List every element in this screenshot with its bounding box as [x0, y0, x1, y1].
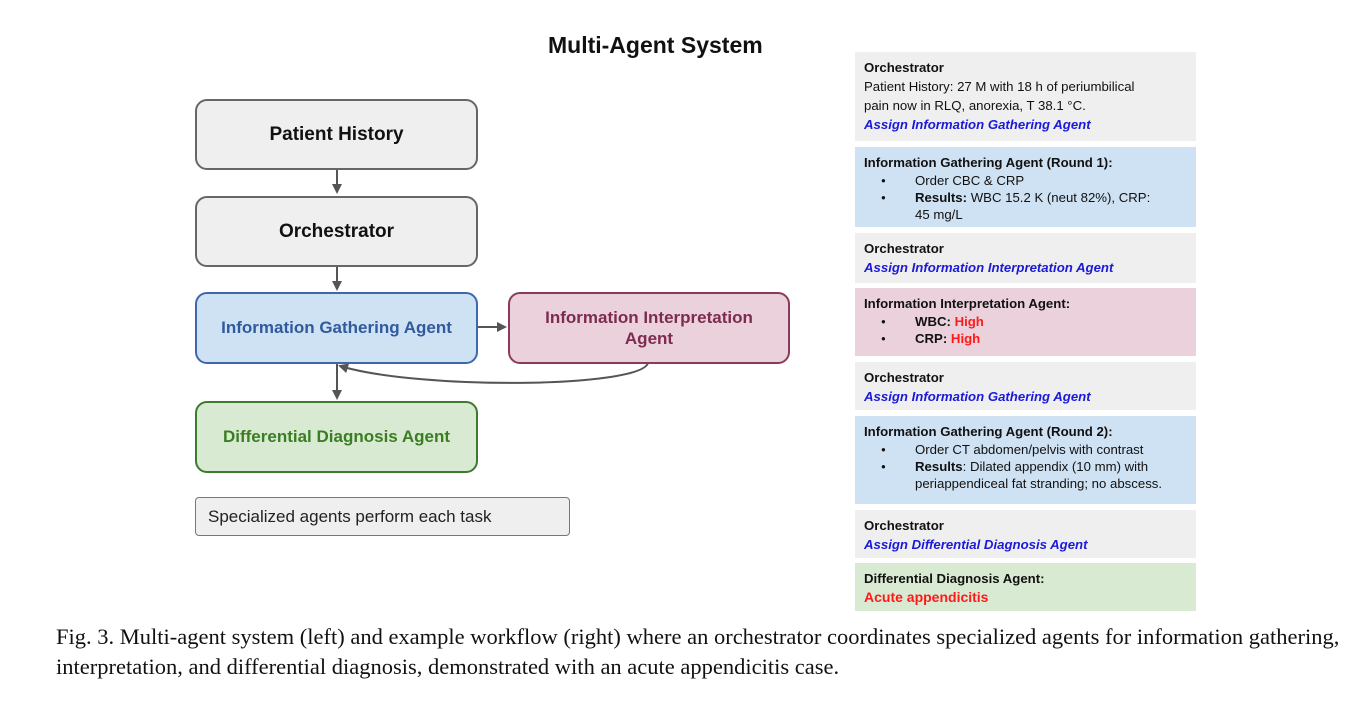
assign-action: Assign Information Gathering Agent — [864, 117, 1091, 132]
patient-history-line-2: pain now in RLQ, anorexia, T 38.1 °C. — [864, 98, 1086, 113]
bullet-item: Order CBC & CRP — [864, 172, 1187, 189]
workflow-step-4: Information Interpretation Agent: WBC: H… — [855, 288, 1196, 356]
legend-box: Specialized agents perform each task — [195, 497, 570, 536]
node-information-gathering: Information Gathering Agent — [195, 292, 478, 364]
workflow-step-2: Information Gathering Agent (Round 1): O… — [855, 147, 1196, 227]
workflow-step-5: Orchestrator Assign Information Gatherin… — [855, 362, 1196, 410]
assign-action: Assign Information Gathering Agent — [864, 389, 1091, 404]
bullet-item: Results: WBC 15.2 K (neut 82%), CRP: 45 m… — [864, 189, 1187, 223]
node-patient-history-label: Patient History — [269, 123, 404, 145]
workflow-step-7: Orchestrator Assign Differential Diagnos… — [855, 510, 1196, 558]
bullet-text: Order CT abdomen/pelvis with contrast — [915, 442, 1144, 457]
step-title: Information Gathering Agent (Round 1): — [864, 155, 1113, 170]
bullet-text: WBC 15.2 K (neut 82%), CRP: — [967, 190, 1151, 205]
step-title: Information Interpretation Agent: — [864, 296, 1071, 311]
bullet-text: Order CBC & CRP — [915, 173, 1025, 188]
crp-label: CRP: — [915, 331, 948, 346]
assign-action: Assign Information Interpretation Agent — [864, 260, 1114, 275]
workflow-step-3: Orchestrator Assign Information Interpre… — [855, 233, 1196, 283]
bullet-text-cont: 45 mg/L — [915, 207, 963, 222]
node-information-interpretation: Information Interpretation Agent — [508, 292, 790, 364]
bullet-text: : Dilated appendix (10 mm) with — [962, 459, 1149, 474]
diagram-title: Multi-Agent System — [548, 32, 763, 58]
node-information-interpretation-label-line1: Information Interpretation — [545, 308, 753, 327]
node-orchestrator-label: Orchestrator — [278, 220, 395, 242]
workflow-step-1: Orchestrator Patient History: 27 M with … — [855, 52, 1196, 141]
wbc-value: High — [954, 314, 984, 329]
node-differential-diagnosis: Differential Diagnosis Agent — [195, 401, 478, 473]
node-orchestrator: Orchestrator — [195, 196, 478, 267]
step-title: Information Gathering Agent (Round 2): — [864, 424, 1113, 439]
workflow-step-6: Information Gathering Agent (Round 2): O… — [855, 416, 1196, 504]
bullet-text-cont: periappendiceal fat stranding; no absces… — [915, 476, 1163, 491]
step-title: Orchestrator — [864, 60, 944, 75]
arrow-interpretation-to-gathering — [338, 362, 649, 384]
step-title: Orchestrator — [864, 518, 944, 533]
final-diagnosis: Acute appendicitis — [864, 589, 989, 605]
legend-text: Specialized agents perform each task — [208, 506, 492, 526]
figure-caption: Fig. 3. Multi-agent system (left) and ex… — [56, 624, 1340, 679]
bullet-label: Results — [915, 459, 963, 474]
step-bullets: WBC: High CRP: High — [864, 313, 1187, 347]
step-title: Orchestrator — [864, 241, 944, 256]
patient-history-line-1: Patient History: 27 M with 18 h of periu… — [864, 79, 1135, 94]
node-information-gathering-label: Information Gathering Agent — [221, 318, 452, 337]
step-bullets: Order CBC & CRP Results: WBC 15.2 K (neu… — [864, 172, 1187, 223]
assign-action: Assign Differential Diagnosis Agent — [864, 537, 1088, 552]
crp-value: High — [950, 331, 981, 346]
bullet-label: Results: — [915, 190, 968, 205]
node-information-interpretation-label-line2: Agent — [624, 329, 674, 348]
node-patient-history: Patient History — [195, 99, 478, 170]
workflow-step-8: Differential Diagnosis Agent: Acute appe… — [855, 563, 1196, 611]
wbc-label: WBC: — [915, 314, 951, 329]
bullet-item: CRP: High — [864, 330, 1187, 347]
node-differential-diagnosis-label: Differential Diagnosis Agent — [222, 427, 450, 446]
step-bullets: Order CT abdomen/pelvis with contrast Re… — [864, 441, 1187, 492]
step-title: Orchestrator — [864, 370, 944, 385]
step-title: Differential Diagnosis Agent: — [864, 571, 1045, 586]
bullet-item: Results: Dilated appendix (10 mm) with pe… — [864, 458, 1187, 492]
bullet-item: Order CT abdomen/pelvis with contrast — [864, 441, 1187, 458]
bullet-item: WBC: High — [864, 313, 1187, 330]
